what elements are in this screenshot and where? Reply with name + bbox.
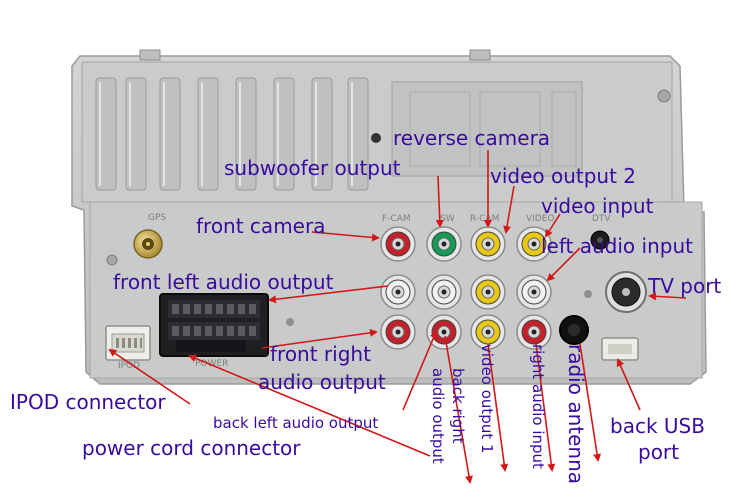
harness-pin	[183, 326, 190, 336]
label-subwoofer-output: subwoofer output	[224, 156, 401, 180]
callout-arrow	[188, 354, 431, 457]
callout-arrow	[487, 343, 509, 472]
tv-port-socket	[605, 271, 647, 313]
label-back-right-line1: back right	[449, 368, 467, 444]
rib	[125, 77, 147, 191]
harness-pins	[172, 304, 256, 336]
label-radio-antenna: radio antenna	[564, 344, 588, 485]
rib	[311, 77, 333, 191]
rca-jack	[470, 226, 506, 262]
label-front-camera: front camera	[196, 214, 326, 238]
harness-pin	[238, 326, 245, 336]
label-front-right-line1: front right	[270, 342, 371, 366]
rca-jack	[380, 314, 416, 350]
silk-labels: GPS F-CAM SW R-CAM VIDEO DTV POWER IPOD	[118, 213, 611, 371]
harness-pin	[172, 326, 179, 336]
harness-pin	[216, 326, 223, 336]
silk-ipod: IPOD	[118, 361, 140, 371]
callout-arrow	[579, 343, 602, 462]
rib	[159, 77, 181, 191]
rib	[95, 77, 117, 191]
rca-jack	[426, 226, 462, 262]
callout-arrow	[544, 213, 561, 238]
dtv-jack	[590, 230, 610, 250]
callout-arrow	[435, 175, 444, 228]
harness-pin	[205, 326, 212, 336]
harness-pin	[172, 304, 179, 314]
callout-arrow	[402, 330, 438, 411]
rca-jack	[470, 314, 506, 350]
callout-arrow	[503, 185, 515, 234]
rib	[273, 77, 295, 191]
ventilation-ribs	[95, 77, 369, 191]
label-right-audio-input: right audio input	[529, 344, 547, 469]
callout-arrow	[546, 247, 581, 282]
label-back-right-line2: audio output	[429, 368, 447, 464]
harness-pin	[227, 304, 234, 314]
callout-arrow	[268, 285, 389, 304]
rib	[197, 77, 219, 191]
label-back-usb-line2: port	[638, 440, 679, 464]
gps-antenna-connector	[133, 229, 163, 259]
label-ipod-connector: IPOD connector	[10, 390, 166, 414]
harness-pin	[205, 304, 212, 314]
callout-arrow	[616, 358, 641, 411]
callout-arrow	[108, 348, 191, 405]
label-front-right-line2: audio output	[258, 370, 386, 394]
harness-pin	[194, 304, 201, 314]
silk-front-cam: F-CAM	[382, 214, 411, 224]
label-front-left-audio-output: front left audio output	[113, 270, 334, 294]
label-video-output-2: video output 2	[490, 164, 637, 188]
ipod-port	[105, 325, 151, 361]
harness-pin	[227, 326, 234, 336]
label-power-cord-connector: power cord connector	[82, 436, 301, 460]
callout-arrow	[648, 292, 687, 301]
silk-gps: GPS	[148, 213, 166, 223]
harness-pin	[183, 304, 190, 314]
rca-jack	[516, 226, 552, 262]
harness-pin	[194, 326, 201, 336]
callout-arrow	[535, 343, 556, 472]
harness-pin	[216, 304, 223, 314]
label-back-usb-line1: back USB	[610, 414, 705, 438]
rca-jack	[426, 314, 462, 350]
silk-video: VIDEO	[526, 214, 555, 224]
rca-jack	[426, 274, 462, 310]
harness-pin	[249, 304, 256, 314]
label-tv-port: TV port	[648, 274, 722, 298]
rib	[235, 77, 257, 191]
back-usb-socket	[601, 337, 639, 361]
silk-sw: SW	[440, 214, 455, 224]
rca-jack	[380, 274, 416, 310]
rca-jack	[516, 314, 552, 350]
rca-jack	[516, 274, 552, 310]
label-back-left-audio-output: back left audio output	[213, 414, 379, 432]
silk-dtv: DTV	[592, 214, 611, 224]
harness-pin	[249, 326, 256, 336]
label-video-output-1: video output 1	[478, 344, 496, 454]
rca-jack	[470, 274, 506, 310]
power-harness-connector	[159, 293, 269, 357]
radio-antenna-socket	[559, 315, 589, 345]
callout-arrows	[108, 150, 687, 484]
rca-jack-grid	[380, 226, 552, 350]
label-video-input: video input	[541, 194, 654, 218]
callout-arrow	[261, 328, 378, 349]
label-reverse-camera: reverse camera	[393, 126, 551, 150]
harness-pin	[238, 304, 245, 314]
callout-arrow	[444, 335, 473, 484]
silk-rear-cam: R-CAM	[470, 214, 499, 224]
heatsink-block	[391, 81, 583, 177]
rib	[347, 77, 369, 191]
label-left-audio-input: left audio input	[541, 234, 693, 258]
callout-arrow	[311, 231, 380, 242]
rca-jack	[380, 226, 416, 262]
silk-power: POWER	[195, 359, 228, 369]
